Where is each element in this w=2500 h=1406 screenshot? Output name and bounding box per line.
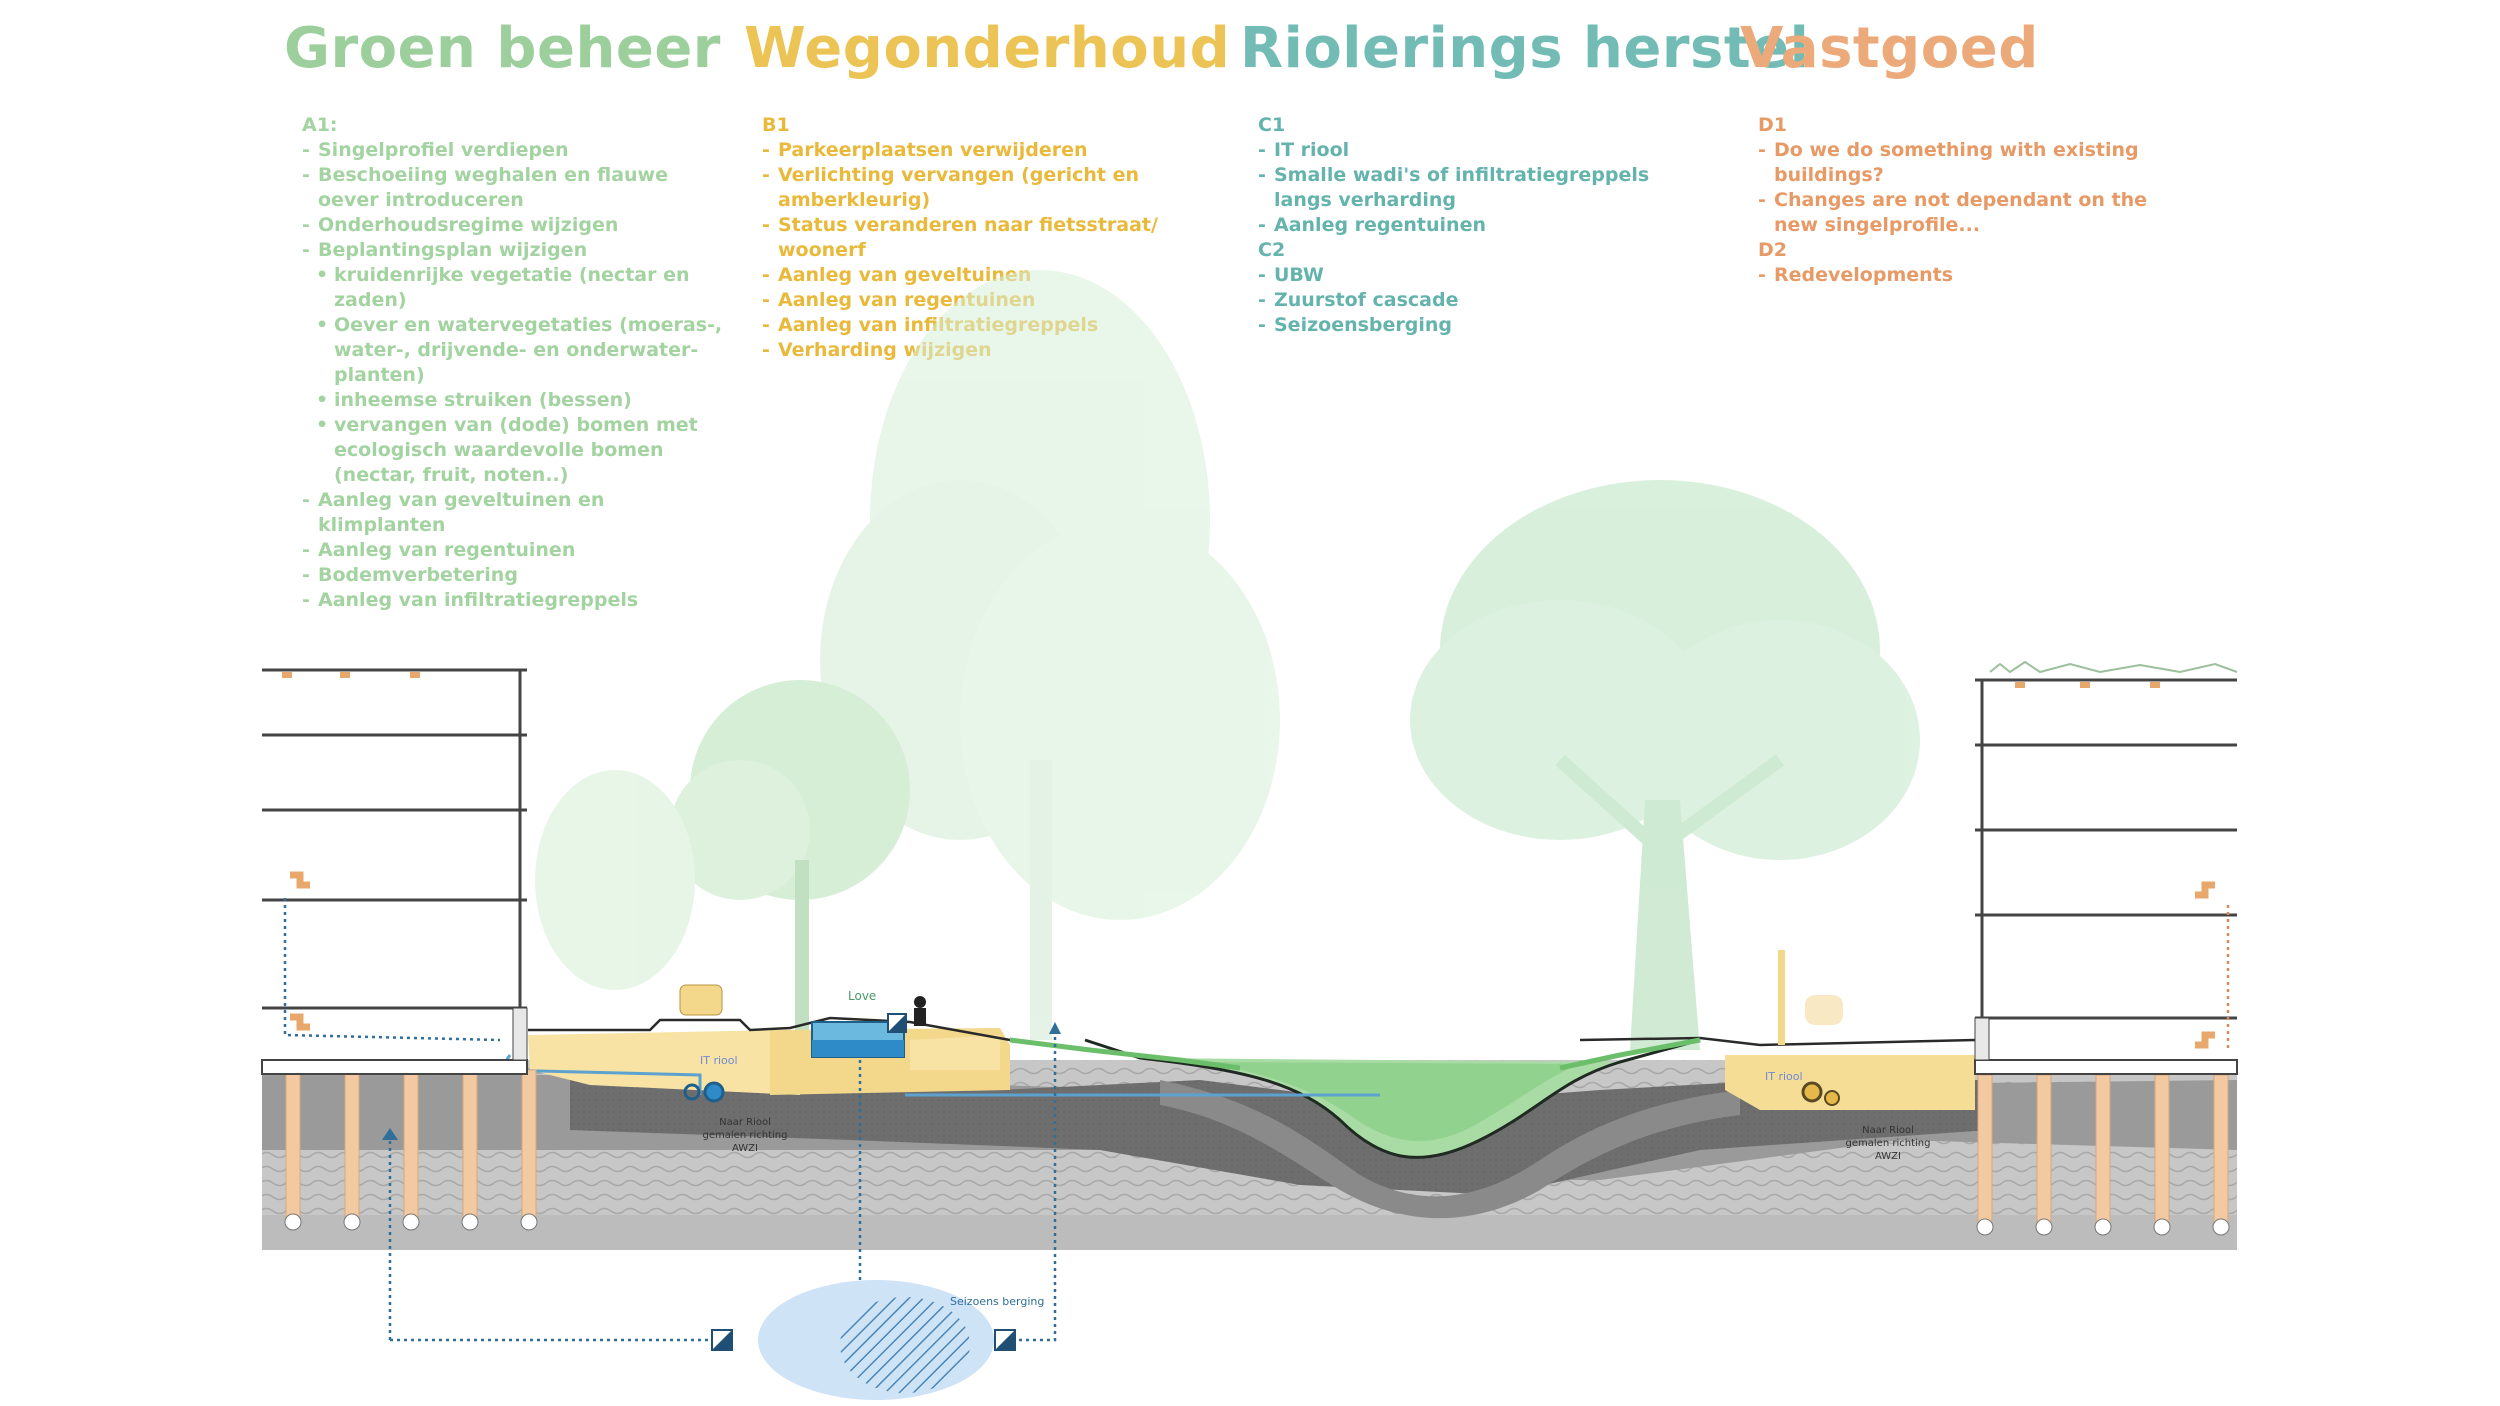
- road-bed-right: [1579, 1036, 1976, 1110]
- column-title: Wegonderhoud: [744, 16, 1231, 81]
- column-groen-beheer: Groen beheer A1: Singelprofiel verdiepen…: [284, 16, 724, 613]
- road-bed-left: [528, 1016, 1011, 1095]
- list-heading: B1: [762, 114, 790, 136]
- list-item: IT riool: [1258, 138, 1700, 163]
- list-item: Aanleg van infiltratiegreppels: [302, 588, 724, 613]
- list-item: Bodemverbetering: [302, 563, 724, 588]
- list-item: Onderhoudsregime wijzigen: [302, 213, 724, 238]
- street-furniture: [679, 950, 1843, 1045]
- list-item: Redevelopments: [1758, 263, 2180, 288]
- tree-icon: [820, 270, 1280, 1040]
- it-riool-left-label: IT riool: [700, 1054, 738, 1067]
- tree-icon: [1410, 480, 1920, 1050]
- list-heading: D2: [1758, 239, 1787, 261]
- column-vastgoed: Vastgoed D1 Do we do something with exis…: [1740, 16, 2180, 288]
- column-title: Groen beheer: [284, 16, 721, 81]
- list-item: Parkeerplaatsen verwijderen: [762, 138, 1214, 163]
- grass-edge-right: [1559, 1037, 1701, 1071]
- seasonal-storage-label: Seizoens berging: [950, 1295, 1044, 1308]
- list-item: Status veranderen naar fietsstraat/ woon…: [762, 213, 1214, 263]
- sewer-right-label-1: Naar Riool: [1862, 1125, 1914, 1136]
- it-riool-right-label: IT riool: [1765, 1070, 1803, 1083]
- arrow-up-icon: [1049, 1022, 1061, 1034]
- sewer-right-label-3: AWZI: [1875, 1151, 1901, 1162]
- sewer-left-label-2: gemalen richting: [703, 1130, 788, 1141]
- canal-profile: [1084, 1038, 1740, 1219]
- seasonal-storage: [758, 1280, 994, 1400]
- list-heading: C1: [1258, 114, 1286, 136]
- tree-canopy-group: [535, 270, 1920, 1050]
- list-subitem: vervangen van (dode) bomen met ecologisc…: [302, 413, 724, 488]
- foundation-piles-left: [284, 1069, 538, 1231]
- roof-garden: [1989, 660, 2238, 674]
- list-item: Smalle wadi's of infiltratiegreppels lan…: [1258, 163, 1700, 213]
- arrow-up-icon: [382, 1128, 398, 1140]
- column-title: Vastgoed: [1740, 16, 2039, 81]
- sewer-left-label-1: Naar Riool: [719, 1117, 771, 1128]
- list-item: Aanleg regentuinen: [1258, 213, 1700, 238]
- foundation-piles-right: [1976, 1074, 2230, 1236]
- measure-list: D1 Do we do something with existing buil…: [1740, 113, 2180, 288]
- list-item: Seizoensberging: [1258, 313, 1700, 338]
- list-item: UBW: [1258, 263, 1700, 288]
- measure-list: C1 IT riool Smalle wadi's of infiltratie…: [1240, 113, 1700, 338]
- list-heading: A1:: [302, 114, 338, 136]
- list-subitem: kruidenrijke vegetatie (nectar en zaden): [302, 263, 724, 313]
- measure-list: A1: Singelprofiel verdiepen Beschoeiing …: [284, 113, 724, 613]
- list-subitem: inheemse struiken (bessen): [302, 388, 724, 413]
- valve-icon: [887, 1013, 907, 1033]
- list-item: Changes are not dependant on the new sin…: [1758, 188, 2180, 238]
- tree-icon: [670, 680, 910, 1030]
- tree-icon: [535, 770, 695, 990]
- building-left: [261, 668, 528, 1075]
- building-right: [1974, 678, 2238, 1075]
- list-heading: C2: [1258, 239, 1286, 261]
- list-item: Do we do something with existing buildin…: [1758, 138, 2180, 188]
- list-item: Aanleg van geveltuinen: [762, 263, 1214, 288]
- list-item: Zuurstof cascade: [1258, 288, 1700, 313]
- list-subitem: Oever en watervegetaties (moeras-, water…: [302, 313, 724, 388]
- love-sign-label: Love: [848, 989, 876, 1003]
- list-item: Verlichting vervangen (gericht en amberk…: [762, 163, 1214, 213]
- drainage-dotted-lines: [283, 898, 2230, 1342]
- list-item: Beschoeiing weghalen en flauwe oever int…: [302, 163, 724, 213]
- sewer-right-label-2: gemalen richting: [1846, 1138, 1931, 1149]
- list-heading: D1: [1758, 114, 1787, 136]
- list-item: Aanleg van regentuinen: [302, 538, 724, 563]
- list-item: Beplantingsplan wijzigen: [302, 238, 724, 263]
- sewer-left-label-3: AWZI: [732, 1143, 758, 1154]
- list-item: Aanleg van geveltuinen en klimplanten: [302, 488, 724, 538]
- valve-icon: [994, 1329, 1016, 1351]
- valve-icon: [711, 1329, 733, 1351]
- grass-edge-left: [1009, 1037, 1241, 1071]
- list-item: Singelprofiel verdiepen: [302, 138, 724, 163]
